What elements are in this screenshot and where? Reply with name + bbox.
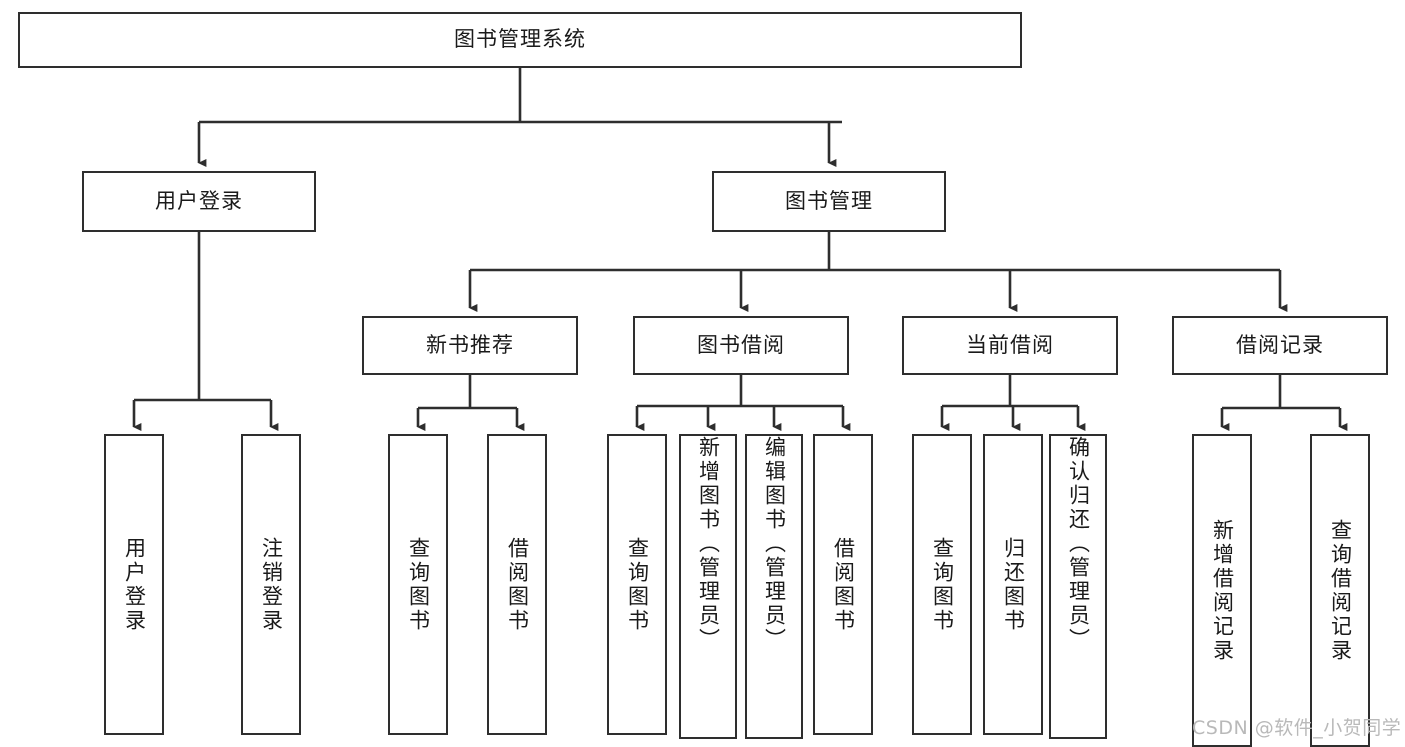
node-leaf-query-borrow-record[interactable]: 查询借阅记录 (1310, 434, 1370, 747)
node-current-borrow[interactable]: 当前借阅 (902, 316, 1118, 375)
edge-borrow-to-leaves (635, 375, 851, 431)
node-leaf-borrow-book-label: 借阅图书 (831, 536, 856, 633)
node-leaf-confirm-return-admin[interactable]: 确认归还（管理员） (1049, 434, 1107, 739)
node-borrow-record-label: 借阅记录 (1236, 332, 1324, 357)
edge-recommend-to-leaves (416, 375, 525, 431)
edge-current-to-leaves (940, 375, 1086, 431)
node-new-book-recommend-label: 新书推荐 (426, 332, 514, 357)
node-new-book-recommend[interactable]: 新书推荐 (362, 316, 578, 375)
node-leaf-user-login-label: 用户登录 (122, 536, 147, 633)
node-leaf-confirm-return-admin-label: 确认归还（管理员） (1066, 436, 1091, 652)
node-leaf-return-book[interactable]: 归还图书 (983, 434, 1043, 735)
node-root[interactable]: 图书管理系统 (18, 12, 1022, 68)
node-leaf-borrow-book[interactable]: 借阅图书 (813, 434, 873, 735)
node-leaf-query-book-borrow-label: 查询图书 (625, 536, 650, 633)
node-leaf-add-borrow-record-label: 新增借阅记录 (1210, 518, 1235, 663)
node-borrow-record[interactable]: 借阅记录 (1172, 316, 1388, 375)
node-user-login[interactable]: 用户登录 (82, 171, 316, 232)
node-leaf-borrow-book-recommend[interactable]: 借阅图书 (487, 434, 547, 735)
node-leaf-borrow-book-recommend-label: 借阅图书 (505, 536, 530, 633)
node-leaf-add-book-admin[interactable]: 新增图书（管理员） (679, 434, 737, 739)
edge-record-to-leaves (1220, 375, 1348, 431)
node-user-login-label: 用户登录 (155, 188, 243, 213)
node-leaf-add-book-admin-label: 新增图书（管理员） (696, 436, 721, 652)
node-leaf-logout-login-label: 注销登录 (259, 536, 284, 633)
edge-book-manage-to-level3 (468, 232, 1288, 312)
node-leaf-query-borrow-record-label: 查询借阅记录 (1328, 518, 1353, 663)
node-root-label: 图书管理系统 (454, 27, 586, 52)
node-current-borrow-label: 当前借阅 (966, 332, 1054, 357)
node-leaf-return-book-label: 归还图书 (1001, 536, 1026, 633)
node-leaf-query-book-recommend-label: 查询图书 (406, 536, 431, 633)
node-leaf-add-borrow-record[interactable]: 新增借阅记录 (1192, 434, 1252, 747)
node-book-borrow-label: 图书借阅 (697, 332, 785, 357)
node-leaf-user-login[interactable]: 用户登录 (104, 434, 164, 735)
node-book-borrow[interactable]: 图书借阅 (633, 316, 849, 375)
edge-root-to-level2 (197, 68, 842, 167)
node-book-manage[interactable]: 图书管理 (712, 171, 946, 232)
node-leaf-logout-login[interactable]: 注销登录 (241, 434, 301, 735)
node-leaf-query-book-recommend[interactable]: 查询图书 (388, 434, 448, 735)
node-leaf-query-book-current[interactable]: 查询图书 (912, 434, 972, 735)
node-leaf-edit-book-admin[interactable]: 编辑图书（管理员） (745, 434, 803, 739)
node-book-manage-label: 图书管理 (785, 188, 873, 213)
node-leaf-edit-book-admin-label: 编辑图书（管理员） (762, 436, 787, 652)
node-leaf-query-book-borrow[interactable]: 查询图书 (607, 434, 667, 735)
node-leaf-query-book-current-label: 查询图书 (930, 536, 955, 633)
edge-user-login-to-leaves (132, 232, 279, 431)
csdn-watermark: CSDN @软件_小贺同学 (1192, 717, 1402, 739)
